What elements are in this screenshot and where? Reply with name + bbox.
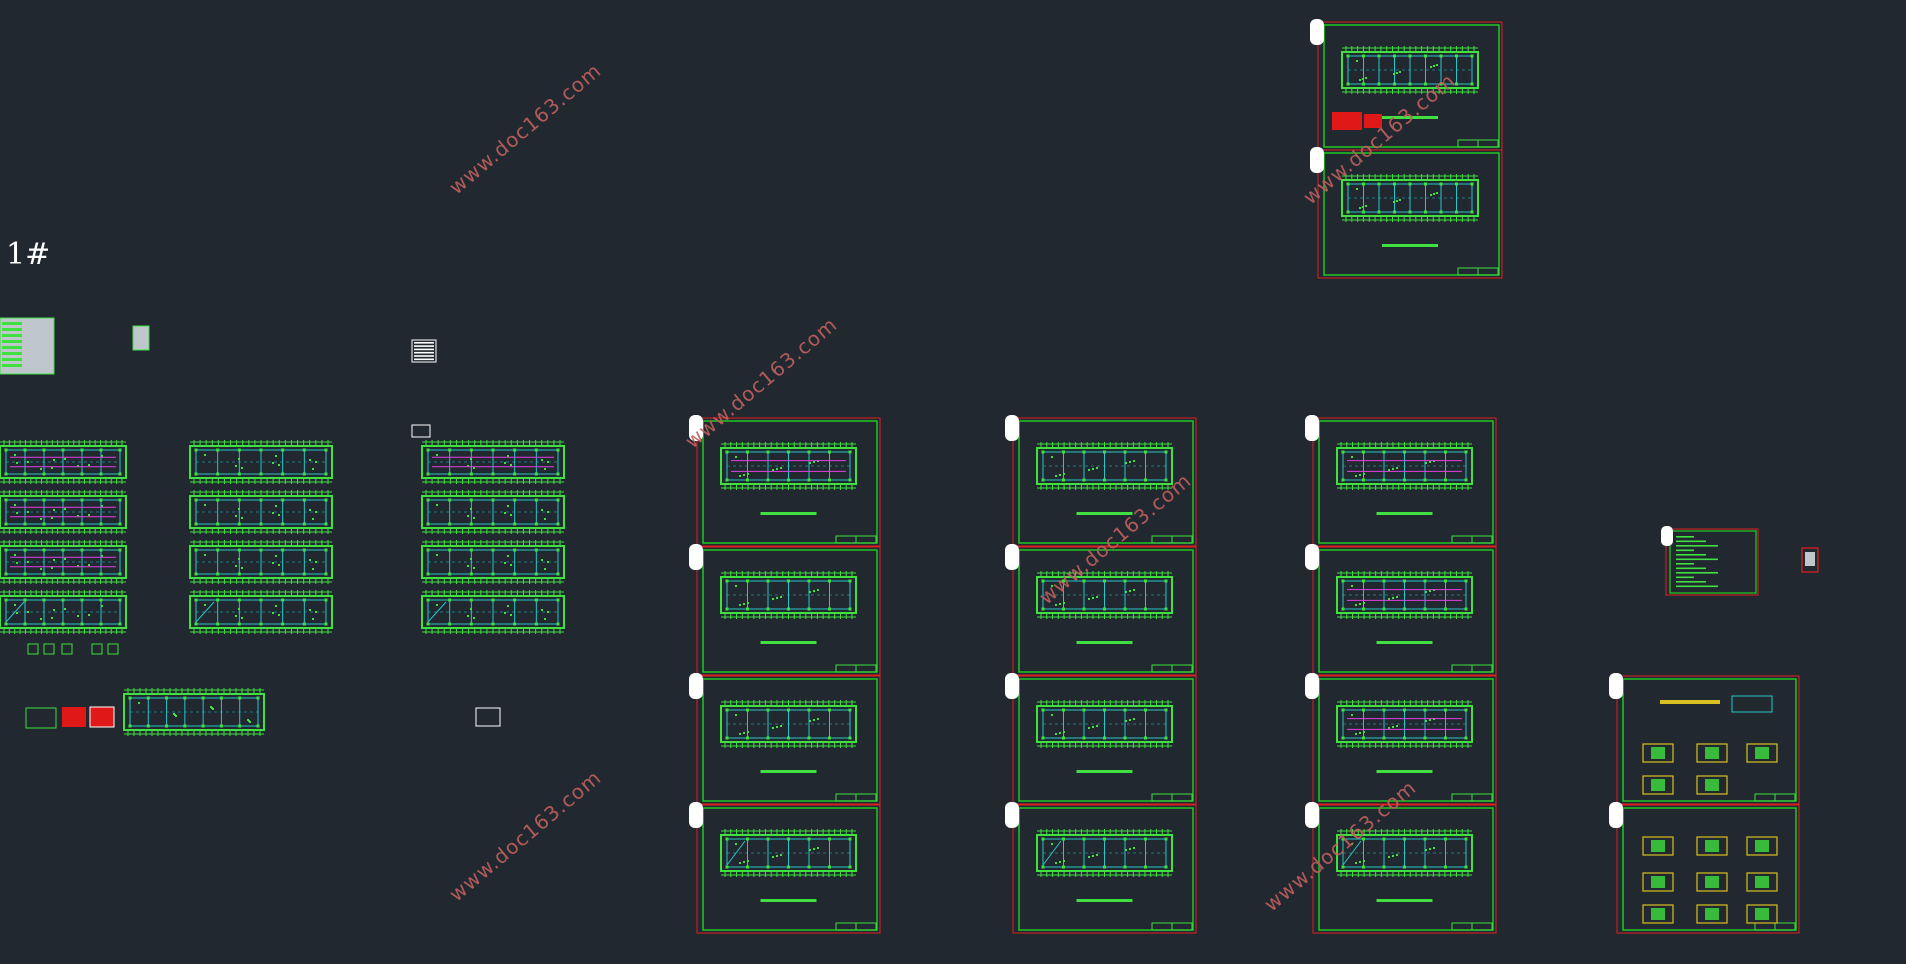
legend-block-green — [25, 707, 57, 729]
stamp-box — [1801, 547, 1819, 573]
sheet-tab — [1661, 526, 1673, 546]
detail-sheet-2-detail-3 — [1746, 872, 1778, 892]
left-plan-c2-r1[interactable] — [189, 440, 333, 484]
sheet-top-1-plan[interactable] — [1341, 46, 1479, 94]
detail-mark-1 — [27, 643, 39, 655]
sheet-col2-row2[interactable] — [1005, 544, 1197, 676]
sheet-col2-row4[interactable] — [1005, 802, 1197, 934]
sheet-col2-row1[interactable] — [1005, 415, 1197, 547]
sheet-col2-row3-plan[interactable] — [1036, 700, 1173, 748]
detail-mark-3 — [61, 643, 73, 655]
sheet-col1-row2-plan[interactable] — [720, 571, 857, 619]
sheet-tab — [1310, 19, 1324, 45]
detail-sheet-2-detail-5 — [1696, 904, 1728, 924]
sheet-col3-row2[interactable] — [1305, 544, 1497, 676]
sheet-col1-row4-plan[interactable] — [720, 829, 857, 877]
detail-sheet-2-detail-6 — [1746, 904, 1778, 924]
detail-mark-4 — [91, 643, 103, 655]
detail-sheet-2-detail-1 — [1642, 872, 1674, 892]
legend-block-red-1 — [62, 707, 86, 727]
sheet-col3-row4[interactable] — [1305, 802, 1497, 934]
detail-sheet-1-detail-4 — [1642, 775, 1674, 795]
left-plan-c1-r3[interactable] — [0, 540, 127, 584]
detail-mark-2 — [43, 643, 55, 655]
legend-sheet[interactable] — [1661, 526, 1759, 596]
sheet-col1-row3[interactable] — [689, 673, 881, 805]
sheet-col2-row3[interactable] — [1005, 673, 1197, 805]
detail-sheet-2-detail-7 — [1642, 836, 1674, 856]
building-number-label: 1# — [6, 237, 51, 272]
sheet-tab — [1305, 415, 1319, 441]
sheet-col3-row4-plan[interactable] — [1336, 829, 1473, 877]
left-plan-c3-r3[interactable] — [421, 540, 565, 584]
sheet-tab — [1005, 673, 1019, 699]
sheet-top-2[interactable] — [1310, 147, 1503, 279]
sheet-tab — [1609, 802, 1623, 828]
left-plan-c1-r4[interactable] — [0, 590, 127, 634]
sheet-tab — [1005, 802, 1019, 828]
sheet-tab — [1305, 673, 1319, 699]
sheet-col2-row1-plan[interactable] — [1036, 442, 1173, 490]
detail-sheet-2-detail-2 — [1696, 872, 1728, 892]
sheet-col1-row4[interactable] — [689, 802, 881, 934]
sheet-col1-row1-plan[interactable] — [720, 442, 857, 490]
left-plan-c2-r2[interactable] — [189, 490, 333, 534]
index-sheet — [132, 325, 150, 351]
sheet-tab — [689, 544, 703, 570]
sheet-col3-row3-plan[interactable] — [1336, 700, 1473, 748]
sheet-tab — [1310, 147, 1324, 173]
detail-sheet-1[interactable] — [1609, 673, 1800, 805]
sheet-col1-row3-plan[interactable] — [720, 700, 857, 748]
detail-sheet-1-detail-2 — [1696, 743, 1728, 763]
left-plan-c3-r2[interactable] — [421, 490, 565, 534]
detail-mark-5 — [107, 643, 119, 655]
left-plan-c2-r4[interactable] — [189, 590, 333, 634]
sheet-top-1-red-block-1 — [1332, 112, 1362, 130]
sheet-col3-row1-plan[interactable] — [1336, 442, 1473, 490]
sheet-col3-row3[interactable] — [1305, 673, 1497, 805]
left-plan-c1-r2[interactable] — [0, 490, 127, 534]
detail-sheet-2-detail-8 — [1696, 836, 1728, 856]
empty-box-1 — [411, 424, 431, 438]
detail-sheet-1-detail-3 — [1746, 743, 1778, 763]
sheet-col1-row2[interactable] — [689, 544, 881, 676]
sheet-tab — [689, 802, 703, 828]
sheet-tab — [1005, 415, 1019, 441]
detail-sheet-2-detail-9 — [1746, 836, 1778, 856]
left-plan-c2-r3[interactable] — [189, 540, 333, 584]
notes-sheet — [411, 339, 437, 363]
sheet-tab — [1305, 802, 1319, 828]
left-plan-c1-r1[interactable] — [0, 440, 127, 484]
detail-sheet-2[interactable] — [1609, 802, 1800, 934]
sheet-tab — [1305, 544, 1319, 570]
sheet-col3-row1[interactable] — [1305, 415, 1497, 547]
detail-sheet-1-detail-1 — [1642, 743, 1674, 763]
sheet-tab — [689, 415, 703, 441]
sheet-tab — [689, 673, 703, 699]
left-plan-c3-r4[interactable] — [421, 590, 565, 634]
bottom-left-plan[interactable] — [123, 688, 265, 736]
sheet-col1-row1[interactable] — [689, 415, 881, 547]
sheet-tab — [1005, 544, 1019, 570]
legend-block-red-2 — [89, 706, 115, 728]
detail-sheet-1-detail-5 — [1696, 775, 1728, 795]
sheet-col3-row2-plan[interactable] — [1336, 571, 1473, 619]
sheet-col2-row4-plan[interactable] — [1036, 829, 1173, 877]
sheet-col2-row2-plan[interactable] — [1036, 571, 1173, 619]
left-plan-c3-r1[interactable] — [421, 440, 565, 484]
detail-sheet-2-detail-4 — [1642, 904, 1674, 924]
empty-box-2 — [475, 707, 501, 727]
sheet-top-2-plan[interactable] — [1341, 174, 1479, 222]
sheet-tab — [1609, 673, 1623, 699]
sheet-top-1-red-block-2 — [1364, 114, 1382, 128]
